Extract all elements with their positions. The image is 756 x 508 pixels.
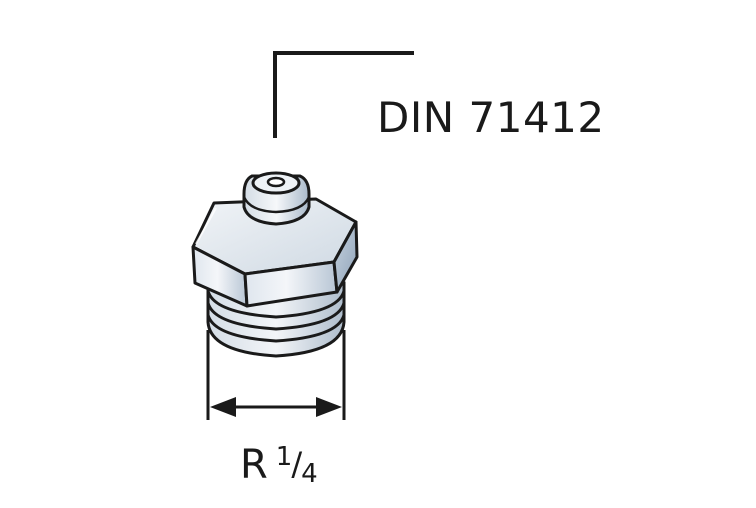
arrowhead-right [316,397,342,417]
nipple-head [242,171,311,226]
thread-size-slash: / [291,445,303,483]
dimension-arrow [206,330,346,420]
lubrication-hole [266,176,286,188]
hex-nut [191,197,359,308]
leader-line [273,51,414,138]
standard-label: DIN 71412 [377,93,605,142]
thread-size-numerator: 1 [275,442,293,472]
arrowhead-left [210,397,236,417]
thread-size-prefix: R [240,442,268,488]
thread-size-denominator: 4 [301,459,318,489]
